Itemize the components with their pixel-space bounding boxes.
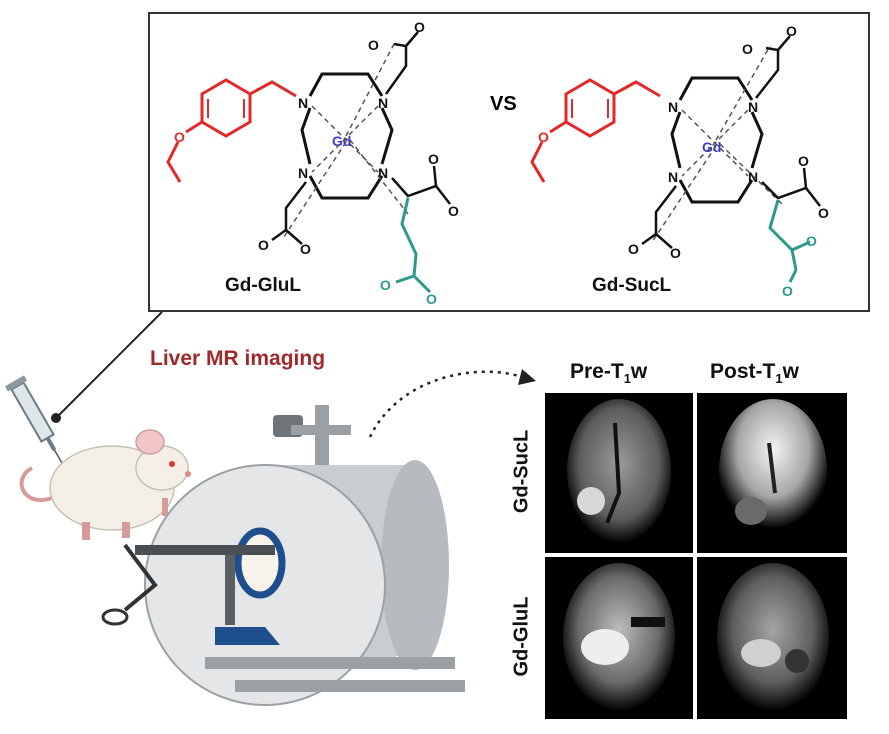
gd-sucl-row-label: Gd-SucL xyxy=(510,429,533,514)
chemical-structures-panel: O N N N N Gd xyxy=(148,12,870,312)
mri-scanner-icon xyxy=(101,405,465,706)
mri-image-glul-pre xyxy=(545,557,693,719)
gd-glul-label: Gd-GluL xyxy=(225,275,301,296)
glutamate-side-chain xyxy=(395,197,432,294)
o-atom: O xyxy=(742,41,753,57)
bottom-acetate xyxy=(641,185,677,249)
o-atom: O xyxy=(806,233,817,249)
gd-glul-structure: O N N N N Gd xyxy=(166,19,459,307)
o-atom: O xyxy=(380,277,391,293)
o-atom: O xyxy=(368,37,379,53)
dotted-arrow-icon xyxy=(368,369,536,438)
structures-svg: O N N N N Gd xyxy=(166,19,829,307)
mouse-icon xyxy=(19,429,191,540)
o-atom: O xyxy=(818,205,829,221)
o-atom: O xyxy=(258,237,269,253)
bottom-acetate xyxy=(271,181,307,245)
alpha-carboxylate xyxy=(391,165,451,205)
imaging-title: Liver MR imaging xyxy=(150,347,326,370)
o-atom: O xyxy=(448,203,459,219)
mri-image-sucl-pre xyxy=(545,393,693,553)
top-acetate xyxy=(384,31,419,95)
ether-oxygen: O xyxy=(174,129,185,145)
ether-oxygen: O xyxy=(538,129,549,145)
o-atom: O xyxy=(782,283,793,299)
n-atom: N xyxy=(378,165,388,181)
n-atom: N xyxy=(668,169,678,185)
n-atom: N xyxy=(298,95,308,111)
mri-image-glul-post xyxy=(697,557,847,719)
o-atom: O xyxy=(628,241,639,257)
o-atom: O xyxy=(414,19,425,35)
o-atom: O xyxy=(426,291,437,307)
benzyl-ether-group xyxy=(166,78,297,183)
gd-atom: Gd xyxy=(332,133,351,149)
o-atom: O xyxy=(670,245,681,261)
gd-sucl-label: Gd-SucL xyxy=(592,275,672,296)
n-atom: N xyxy=(668,99,678,115)
benzyl-ether-group xyxy=(530,78,661,183)
n-atom: N xyxy=(298,165,308,181)
post-t1w-header: Post-T1w xyxy=(710,360,799,387)
o-atom: O xyxy=(428,151,439,167)
callout-connector xyxy=(51,311,163,423)
coordination-bonds xyxy=(281,43,409,241)
vs-label: VS xyxy=(490,93,517,115)
succinate-side-chain xyxy=(768,199,811,283)
top-acetate xyxy=(755,35,791,99)
syringe-icon xyxy=(5,375,66,468)
alpha-carboxylate xyxy=(761,167,821,207)
pre-t1w-header: Pre-T1w xyxy=(570,360,648,387)
n-atom: N xyxy=(748,99,758,115)
o-atom: O xyxy=(786,23,797,39)
o-atom: O xyxy=(300,241,311,257)
coordination-bonds xyxy=(651,45,783,243)
gd-atom: Gd xyxy=(702,139,721,155)
n-atom: N xyxy=(378,95,388,111)
mri-image-sucl-post xyxy=(697,393,847,553)
gd-glul-row-label: Gd-GluL xyxy=(510,596,533,677)
o-atom: O xyxy=(798,153,809,169)
gd-sucl-structure: O N N N N Gd O O xyxy=(530,23,829,299)
